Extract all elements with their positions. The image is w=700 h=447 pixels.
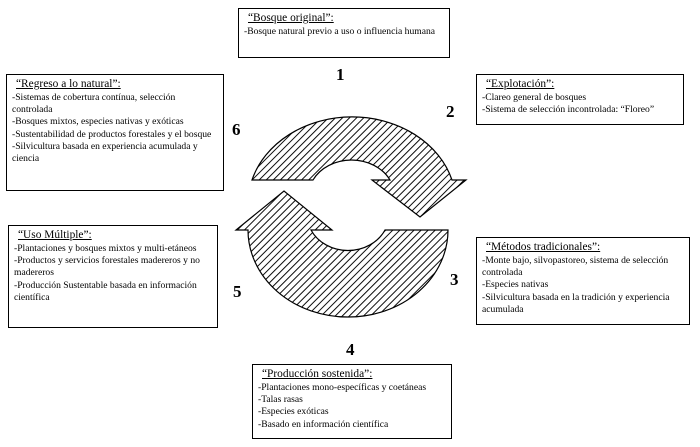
stage-6-box: “Regreso a lo natural”: -Sistemas de cob…	[6, 74, 224, 191]
stage-2-number: 2	[446, 102, 455, 121]
stage-4-item: -Basado en información científica	[258, 418, 389, 430]
stage-4-item: -Especies exóticas	[258, 406, 329, 418]
stage-4-item: -Plantaciones mono-específicas y coetáne…	[258, 382, 427, 393]
stage-3-number: 3	[450, 270, 459, 289]
stage-3-item: -Especies nativas	[482, 279, 549, 291]
stage-6-title: “Regreso a lo natural”:	[16, 78, 121, 90]
stage-1-box: “Bosque original”: -Bosque natural previ…	[238, 8, 450, 58]
stage-2-item: -Clareo general de bosques	[482, 92, 587, 103]
stage-2-title: “Explotación”:	[486, 78, 555, 90]
lower-cycle-arrow	[234, 190, 449, 318]
stage-5-title: “Uso Múltiple”:	[18, 229, 92, 241]
stage-6-item: -Sustentabilidad de productos forestales…	[12, 128, 212, 140]
stage-6-item: -Sistemas de cobertura contínua, selecci…	[12, 92, 176, 116]
stage-2-item: -Sistema de selección incontrolada: “Flo…	[482, 104, 655, 116]
stage-3-box: “Métodos tradicionales”: -Monte bajo, si…	[476, 237, 690, 325]
stage-3-title: “Métodos tradicionales”:	[486, 241, 601, 253]
stage-1-title: “Bosque original”:	[248, 12, 334, 24]
stage-3-item: -Monte bajo, silvopastoreo, sistema de s…	[482, 255, 669, 279]
stage-4-item: -Talas rasas	[258, 394, 303, 406]
stage-6-item: -Bosques mixtos, especies nativas y exót…	[12, 116, 184, 128]
stage-2-box: “Explotación”: -Clareo general de bosque…	[476, 74, 684, 125]
stage-6-item: -Silvicultura basada en experiencia acum…	[12, 140, 198, 165]
stage-5-item: -Producción Sustentable basada en inform…	[14, 279, 197, 303]
stage-5-item: -Plantaciones y bosques mixtos y multi-e…	[14, 243, 197, 254]
upper-cycle-arrow	[251, 116, 468, 218]
stage-5-number: 5	[233, 282, 242, 301]
stage-6-number: 6	[232, 120, 241, 139]
stage-1-item: -Bosque natural previo a uso o influenci…	[244, 26, 436, 37]
stage-5-item: -Productos y servicios forestales madere…	[14, 255, 200, 279]
stage-1-number: 1	[336, 65, 345, 84]
stage-4-number: 4	[346, 340, 355, 359]
stage-4-title: “Producción sostenida”:	[262, 368, 373, 380]
stage-4-box: “Producción sostenida”: -Plantaciones mo…	[252, 364, 452, 439]
stage-3-item: -Silvicultura basada en la tradición y e…	[482, 291, 670, 315]
stage-5-box: “Uso Múltiple”: -Plantaciones y bosques …	[8, 225, 218, 328]
